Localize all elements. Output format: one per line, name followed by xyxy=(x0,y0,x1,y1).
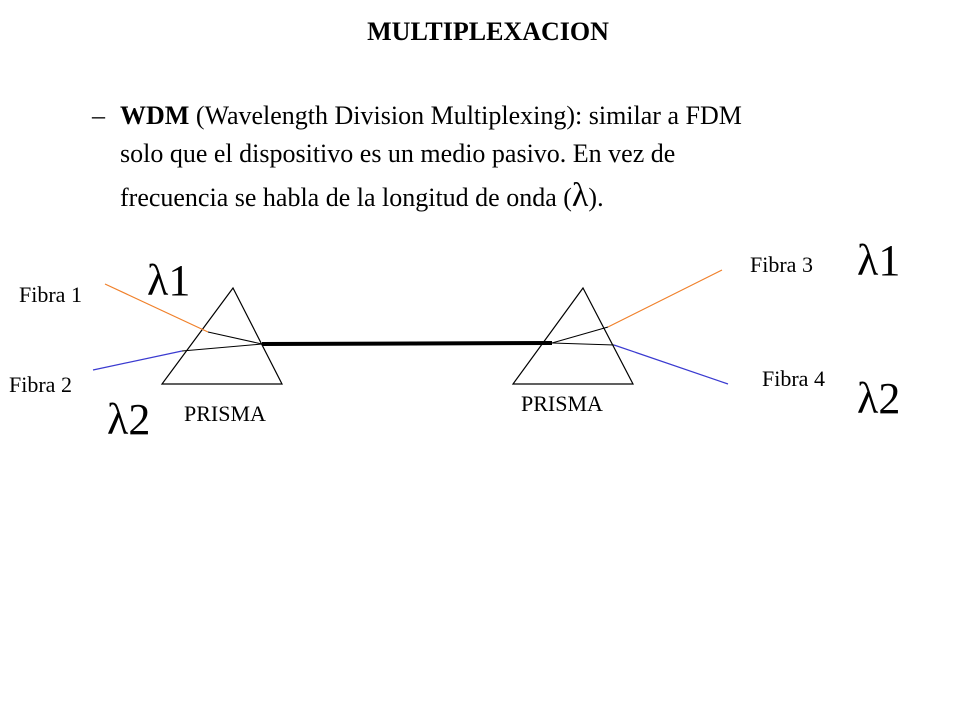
paragraph-line-1: WDM (Wavelength Division Multiplexing): … xyxy=(120,98,910,134)
term-wdm: WDM xyxy=(120,101,190,130)
fibra1-ray xyxy=(104,283,209,333)
bullet-marker: – xyxy=(92,101,105,130)
fiber-link xyxy=(261,341,553,346)
paragraph-line-3: frecuencia se habla de la longitud de on… xyxy=(120,174,910,220)
paragraph-line-1-text: (Wavelength Division Multiplexing): simi… xyxy=(189,101,742,130)
right-prism-label: PRISMA xyxy=(521,391,603,416)
fibra2-label: Fibra 2 xyxy=(9,372,72,397)
fibra3-label: Fibra 3 xyxy=(750,252,813,277)
slide-title: MULTIPLEXACION xyxy=(367,17,609,46)
paragraph-line-3-text: frecuencia se habla de la longitud de on… xyxy=(120,183,572,212)
right-prism xyxy=(511,286,634,385)
paragraph-line-3-end: ). xyxy=(588,183,604,212)
left-prism-label: PRISMA xyxy=(184,401,266,426)
lambda1-right-label: λ1 xyxy=(857,236,901,285)
bullet-paragraph: WDM (Wavelength Division Multiplexing): … xyxy=(120,98,910,220)
fibra2-ray xyxy=(92,350,183,371)
left-refracted-ray-1 xyxy=(207,331,263,345)
right-refracted-ray-1 xyxy=(551,326,609,344)
paragraph-line-2: solo que el dispositivo es un medio pasi… xyxy=(120,139,676,168)
lambda1-left-label: λ1 xyxy=(147,256,191,305)
lambda2-left-label: λ2 xyxy=(107,395,151,444)
left-prism xyxy=(160,286,283,385)
fibra3-ray xyxy=(607,269,723,328)
fibra4-label: Fibra 4 xyxy=(762,366,825,391)
lambda2-right-label: λ2 xyxy=(857,374,901,423)
fibra4-ray xyxy=(613,344,729,385)
left-refracted-ray-2 xyxy=(181,343,263,352)
right-refracted-ray-2 xyxy=(551,342,615,346)
lambda-symbol: λ xyxy=(571,177,589,214)
fibra1-label: Fibra 1 xyxy=(19,282,82,307)
